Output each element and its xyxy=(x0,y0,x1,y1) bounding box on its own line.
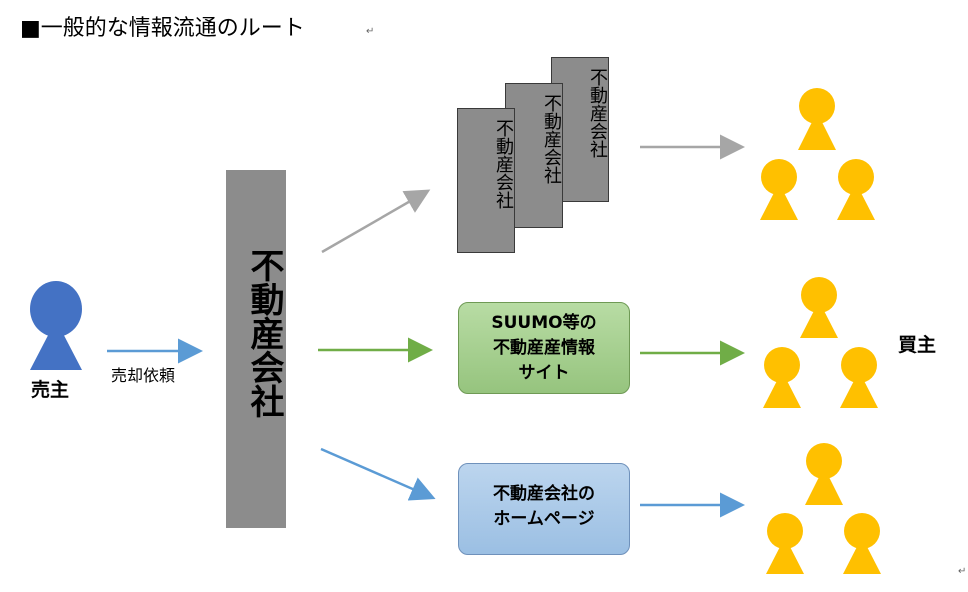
seller-label: 売主 xyxy=(31,379,70,401)
homepage-line1: 不動産会社の xyxy=(493,484,595,504)
buyer-group-top xyxy=(760,88,875,220)
suumo-line3: サイト xyxy=(518,363,570,383)
suumo-line2: 不動産産情報 xyxy=(493,338,595,358)
agency-bar: 不動産会社 xyxy=(226,170,286,528)
agency-label: 不動産会社 xyxy=(244,248,284,418)
agency-card-label: 不動産会社 xyxy=(493,119,514,209)
return-mark: ↵ xyxy=(958,566,967,577)
buyer-group-middle xyxy=(763,277,878,408)
diagram-title: ■一般的な情報流通のルート xyxy=(20,16,305,41)
agency-card-label: 不動産会社 xyxy=(587,68,608,158)
agency-homepage-box: 不動産会社の ホームページ xyxy=(458,463,630,555)
arrow-agency-to-cards xyxy=(321,189,431,254)
buyer-group-bottom xyxy=(766,443,881,574)
buyer-label: 買主 xyxy=(898,334,937,356)
return-mark: ↵ xyxy=(366,26,375,37)
suumo-line1: SUUMO等の xyxy=(491,313,597,333)
agency-card-front: 不動産会社 xyxy=(457,108,515,253)
seller-person-icon xyxy=(30,281,82,370)
suumo-site-box: SUUMO等の 不動産産情報 サイト xyxy=(458,302,630,394)
sale-request-label: 売却依頼 xyxy=(111,366,176,385)
homepage-line2: ホームページ xyxy=(493,509,595,529)
arrow-agency-to-homepage xyxy=(320,447,436,501)
agency-card-label: 不動産会社 xyxy=(541,94,562,184)
